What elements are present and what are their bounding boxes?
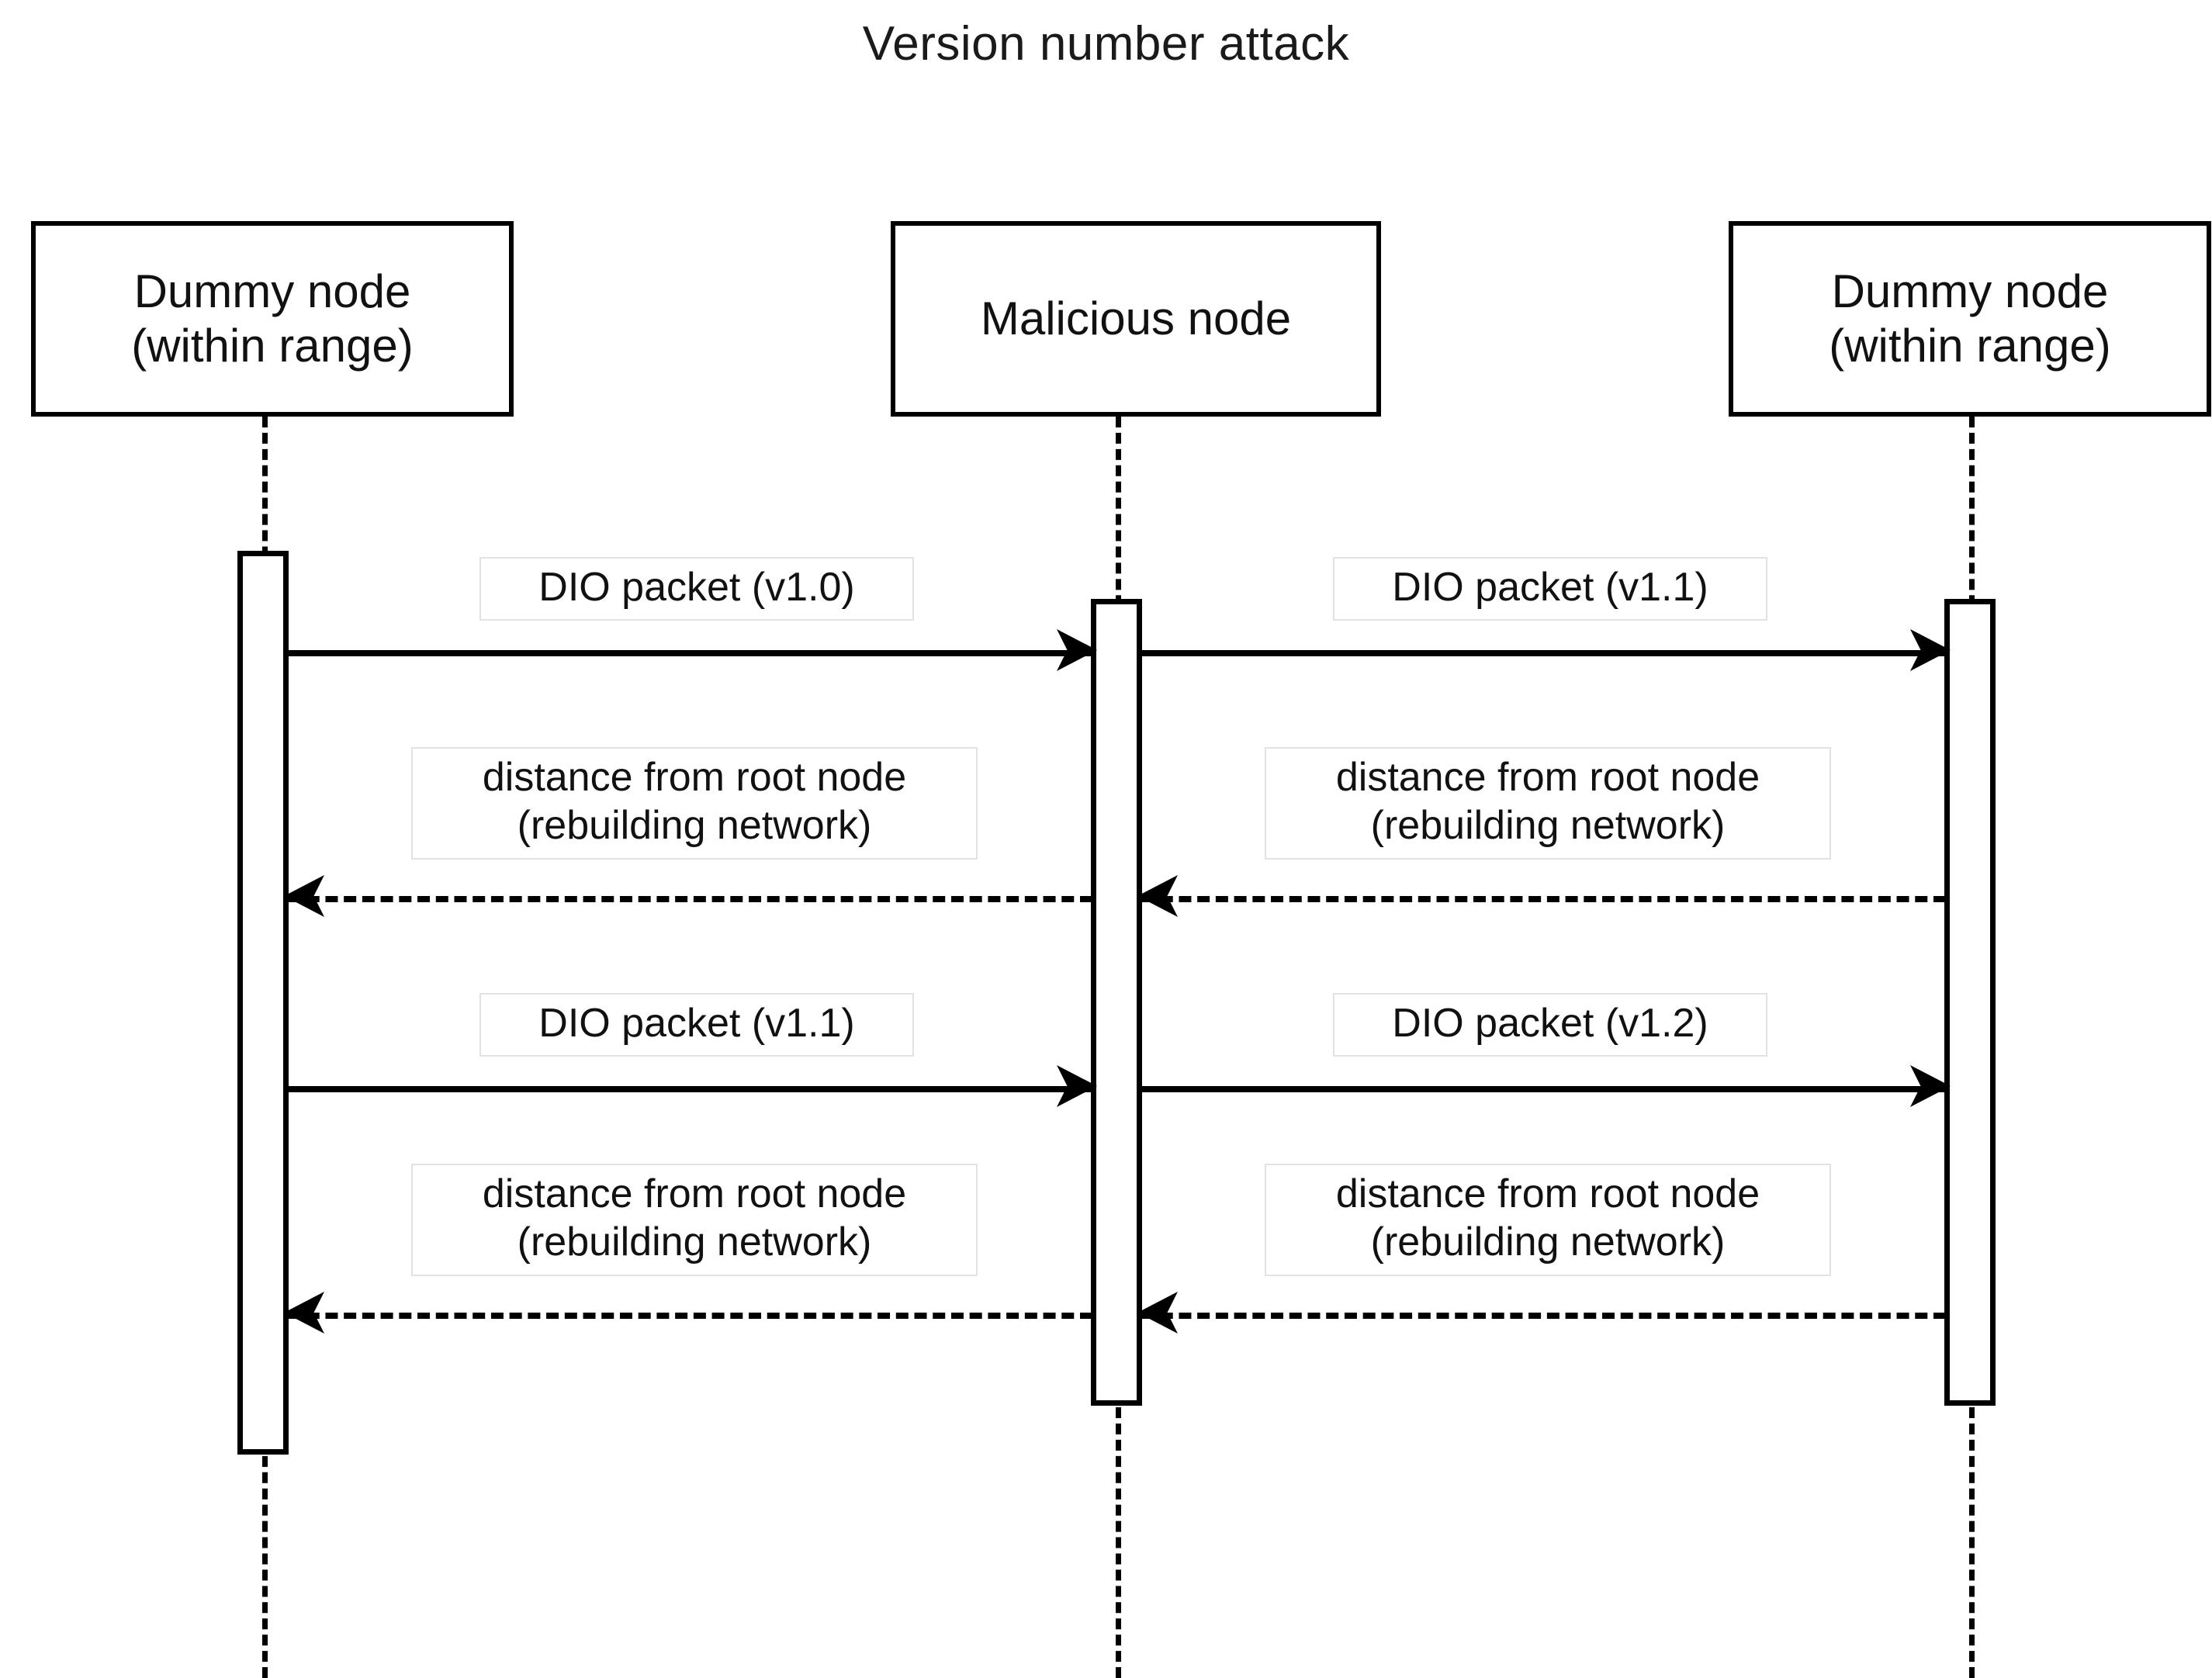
message-label-line-1: DIO packet (v1.2)	[1392, 1001, 1708, 1046]
message-label-line-1: DIO packet (v1.1)	[538, 1001, 855, 1046]
activation-bar-dummy-right	[1944, 599, 1996, 1406]
message-line	[1142, 650, 1946, 656]
message-line	[1142, 896, 1946, 902]
message-label-line-2: (rebuilding network)	[1370, 1220, 1726, 1265]
message-label-dio-v10: DIO packet (v1.0)	[479, 557, 914, 621]
message-line	[289, 1313, 1092, 1319]
message-label-line-2: (rebuilding network)	[1370, 803, 1726, 849]
participant-box-dummy-right[interactable]: Dummy node (within range)	[1729, 221, 2211, 417]
message-line	[289, 1086, 1092, 1092]
participant-box-dummy-left[interactable]: Dummy node (within range)	[31, 221, 514, 417]
message-label-dio-v11-right: DIO packet (v1.1)	[1333, 557, 1767, 621]
activation-bar-malicious	[1091, 599, 1142, 1406]
message-label-line-1: distance from root node	[482, 755, 907, 800]
message-label-distance-1-right: distance from root node (rebuilding netw…	[1265, 747, 1831, 860]
message-line	[289, 896, 1092, 902]
participant-label-line-2: (within range)	[131, 320, 414, 372]
message-label-distance-2-left: distance from root node (rebuilding netw…	[411, 1164, 978, 1276]
message-label-line-1: distance from root node	[1335, 755, 1760, 800]
participant-label-line-2: (within range)	[1829, 320, 2111, 372]
message-label-line-1: DIO packet (v1.0)	[538, 565, 855, 610]
participant-label-line-1: Dummy node	[1831, 265, 2109, 317]
participant-box-malicious[interactable]: Malicious node	[891, 221, 1381, 417]
message-label-distance-2-right: distance from root node (rebuilding netw…	[1265, 1164, 1831, 1276]
participant-label-line-1: Malicious node	[980, 292, 1292, 344]
message-label-line-1: distance from root node	[1335, 1171, 1760, 1216]
message-line	[289, 650, 1092, 656]
participant-label-line-1: Dummy node	[133, 265, 411, 317]
diagram-title: Version number attack	[862, 17, 1350, 71]
message-label-dio-v12: DIO packet (v1.2)	[1333, 993, 1767, 1057]
message-label-line-1: distance from root node	[482, 1171, 907, 1216]
message-line	[1142, 1313, 1946, 1319]
message-label-distance-1-left: distance from root node (rebuilding netw…	[411, 747, 978, 860]
message-line	[1142, 1086, 1946, 1092]
message-label-dio-v11-left: DIO packet (v1.1)	[479, 993, 914, 1057]
message-label-line-2: (rebuilding network)	[517, 803, 872, 849]
message-label-line-2: (rebuilding network)	[517, 1220, 872, 1265]
message-label-line-1: DIO packet (v1.1)	[1392, 565, 1708, 610]
activation-bar-dummy-left	[237, 551, 289, 1455]
